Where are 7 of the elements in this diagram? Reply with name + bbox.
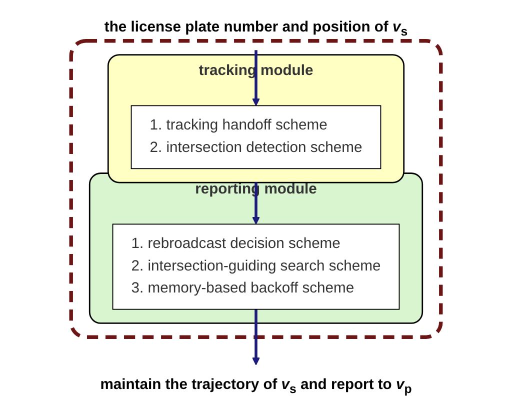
node-text: the license plate number and position of v$_{s}$ [104,19,408,38]
arrow [252,309,260,366]
arrow [252,50,260,106]
node-box: 1. rebroadcast decision scheme 2. intersection-guiding search scheme 3. memory-based backoff scheme [112,224,400,310]
node-text: maintain the trajectory of v$_{s}$ and report to v$_{p}$ [100,376,412,396]
cluster [69,39,443,339]
node-box: 1. tracking handoff scheme 2. intersection detection scheme [130,105,382,170]
